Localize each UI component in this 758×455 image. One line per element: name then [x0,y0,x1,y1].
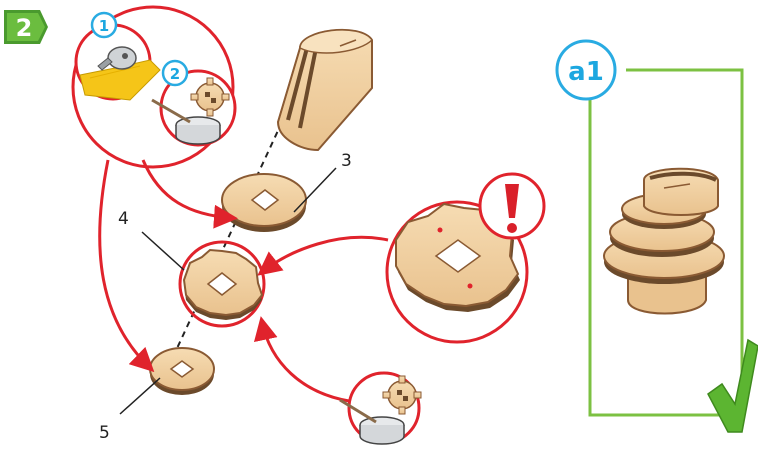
callouts: 3 4 5 [99,151,352,443]
washer-part-3 [221,173,307,232]
gear-part-4 [178,240,266,328]
checkmark-icon [707,338,758,433]
glue-tube-icon [97,46,137,71]
callout-4: 4 [118,209,129,229]
result-badge: a1 [555,39,617,101]
substep-2 [151,69,237,147]
gear-icon [382,375,422,415]
gear-icon [190,77,230,117]
step-badge: 2 [4,10,48,44]
arrows [98,159,389,404]
assembled-result [603,167,725,315]
svg-text:1: 1 [99,17,109,35]
callout-3: 3 [341,151,352,171]
callout-5: 5 [99,423,110,443]
svg-text:2: 2 [170,65,180,83]
step-number: 2 [16,14,33,42]
substep-2-badge: 2 [161,59,189,87]
substep-1-badge: 1 [90,11,118,39]
glue-dip-detail [339,371,422,445]
washer-part-5 [149,347,215,395]
exclamation-icon [478,172,546,240]
substep-1 [74,23,161,101]
warning-detail [385,200,529,344]
svg-text:a1: a1 [568,57,604,87]
column-part [276,28,373,152]
